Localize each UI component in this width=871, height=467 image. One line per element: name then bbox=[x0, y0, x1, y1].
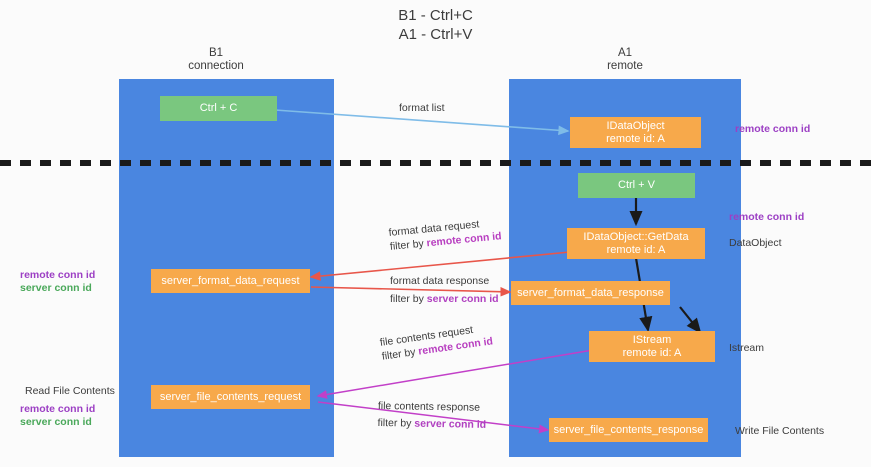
annotation-data-object: DataObject bbox=[729, 237, 782, 250]
annotation-write-file-contents: Write File Contents bbox=[735, 425, 824, 438]
node-server-format-data-request-label: server_format_data_request bbox=[161, 274, 300, 287]
node-server-format-data-response[interactable]: server_format_data_response bbox=[511, 281, 670, 305]
node-server-file-contents-request[interactable]: server_file_contents_request bbox=[151, 385, 310, 409]
node-istream[interactable]: IStream remote id: A bbox=[589, 331, 715, 362]
edge-label-format-data-request: format data request filter by remote con… bbox=[388, 215, 502, 254]
annotation-conn-ids-bottom-server: server conn id bbox=[20, 416, 92, 428]
edge-label-format-data-response-line2: filter by server conn id bbox=[390, 292, 499, 306]
node-data-object-title: IDataObject bbox=[606, 119, 665, 132]
node-istream-title: IStream bbox=[632, 333, 672, 346]
node-ctrl-c-label: Ctrl + C bbox=[199, 102, 238, 114]
column-header-a1-name: A1 bbox=[617, 47, 633, 59]
edge-label-file-contents-response: file contents response filter by server … bbox=[377, 399, 486, 432]
edge-label-file-contents-request: file contents request filter by remote c… bbox=[379, 320, 494, 363]
node-ctrl-v-label: Ctrl + V bbox=[618, 179, 655, 191]
node-istream-remote-id: remote id: A bbox=[622, 346, 682, 359]
edge-label-file-contents-response-line1: file contents response bbox=[377, 399, 481, 414]
edge-label-format-data-response: format data response filter by server co… bbox=[390, 274, 499, 306]
annotation-conn-ids-bottom: remote conn id server conn id bbox=[20, 403, 95, 429]
annotation-remote-conn-id-top-text: remote conn id bbox=[735, 123, 811, 135]
edge-label-file-contents-request-prefix: filter by bbox=[381, 345, 420, 363]
edge-label-file-contents-response-highlight: server conn id bbox=[414, 417, 487, 431]
title-line-1: B1 - Ctrl+C bbox=[398, 7, 473, 24]
annotation-conn-ids-top: remote conn id server conn id bbox=[20, 269, 95, 295]
diagram-title: B1 - Ctrl+C A1 - Ctrl+V bbox=[0, 6, 871, 44]
node-server-file-contents-request-label: server_file_contents_request bbox=[159, 390, 302, 403]
title-line-2: A1 - Ctrl+V bbox=[398, 26, 473, 43]
node-data-object[interactable]: IDataObject remote id: A bbox=[570, 117, 701, 148]
node-server-format-data-request[interactable]: server_format_data_request bbox=[151, 269, 310, 293]
column-header-a1: A1 remote bbox=[545, 47, 705, 73]
column-header-b1: B1 connection bbox=[136, 47, 296, 73]
node-server-file-contents-response-label: server_file_contents_response bbox=[553, 423, 704, 436]
annotation-istream: Istream bbox=[729, 342, 764, 355]
node-get-data-remote-id: remote id: A bbox=[606, 243, 666, 256]
edge-label-format-list-text: format list bbox=[399, 102, 445, 114]
column-header-b1-sub: connection bbox=[188, 60, 244, 72]
node-server-file-contents-response[interactable]: server_file_contents_response bbox=[549, 418, 708, 442]
annotation-remote-conn-id-top: remote conn id bbox=[735, 123, 810, 136]
edge-label-file-contents-response-prefix: filter by bbox=[377, 416, 415, 430]
annotation-istream-text: Istream bbox=[729, 342, 765, 354]
annotation-remote-conn-id-getdata: remote conn id bbox=[729, 211, 804, 224]
edge-label-format-data-response-prefix: filter by bbox=[390, 293, 427, 305]
edge-label-format-data-request-prefix: filter by bbox=[389, 237, 428, 253]
node-ctrl-v[interactable]: Ctrl + V bbox=[578, 173, 695, 198]
edge-label-format-data-response-highlight: server conn id bbox=[426, 293, 499, 305]
node-get-data[interactable]: IDataObject::GetData remote id: A bbox=[567, 228, 705, 259]
annotation-data-object-text: DataObject bbox=[729, 237, 782, 249]
annotation-conn-ids-top-server: server conn id bbox=[20, 282, 92, 294]
node-get-data-title: IDataObject::GetData bbox=[583, 230, 689, 243]
annotation-write-file-contents-text: Write File Contents bbox=[735, 425, 825, 437]
annotation-read-file-contents-text: Read File Contents bbox=[25, 385, 115, 397]
edge-label-format-list: format list bbox=[399, 101, 445, 115]
node-server-format-data-response-label: server_format_data_response bbox=[517, 286, 664, 299]
annotation-conn-ids-top-remote: remote conn id bbox=[20, 269, 96, 281]
column-header-a1-sub: remote bbox=[607, 60, 643, 72]
column-header-b1-name: B1 bbox=[208, 47, 224, 59]
annotation-remote-conn-id-getdata-text: remote conn id bbox=[729, 211, 805, 223]
annotation-conn-ids-bottom-remote: remote conn id bbox=[20, 403, 96, 415]
edge-label-format-data-response-line1: format data response bbox=[390, 275, 490, 287]
edge-label-file-contents-response-line2: filter by server conn id bbox=[377, 416, 486, 432]
annotation-read-file-contents: Read File Contents bbox=[25, 385, 115, 398]
node-ctrl-c[interactable]: Ctrl + C bbox=[160, 96, 277, 121]
node-data-object-remote-id: remote id: A bbox=[606, 132, 665, 145]
